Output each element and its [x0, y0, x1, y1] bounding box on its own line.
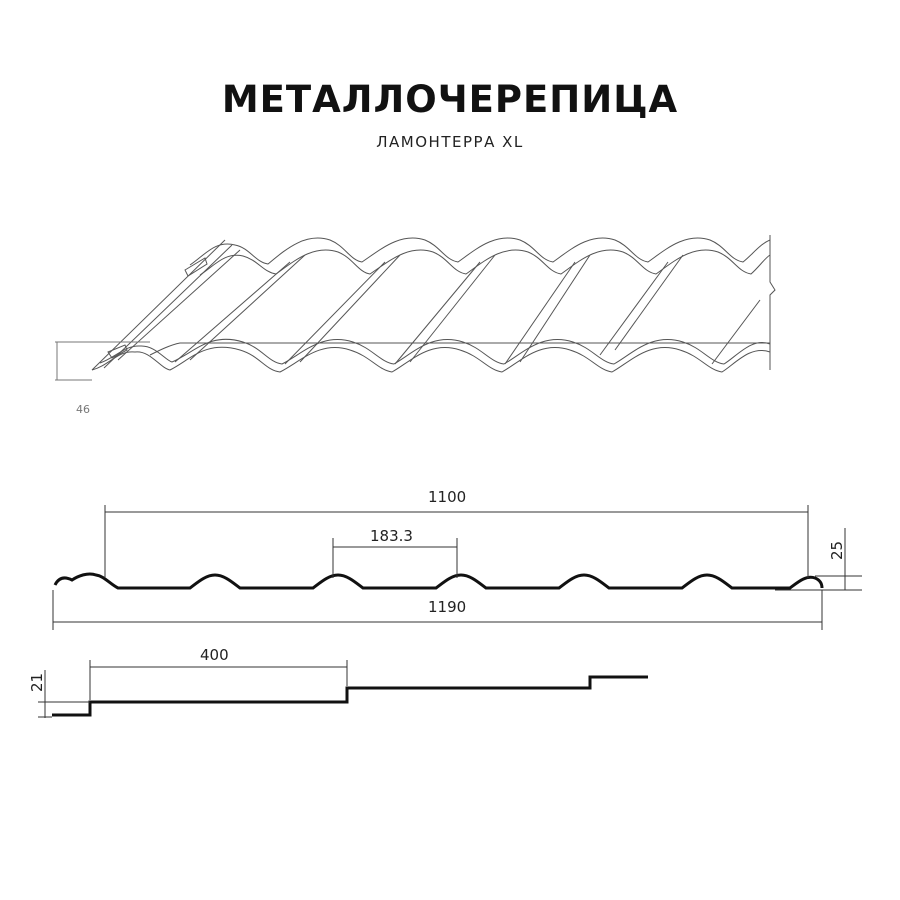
ridge-3b: [409, 254, 496, 363]
ridge-2: [284, 261, 386, 365]
product-title: МЕТАЛЛОЧЕРЕПИЦА: [221, 78, 679, 121]
dim-step-length-label: 400: [200, 646, 229, 664]
dim-wave-height-label: 25: [828, 541, 846, 560]
dim-pitch-label: 183.3: [370, 527, 413, 545]
front-edge: [91, 346, 771, 373]
ridge-2b: [299, 254, 401, 363]
ridge-1: [174, 261, 291, 363]
back-edge-inner: [199, 249, 771, 276]
ridge-5b: [614, 254, 684, 351]
ridge-3: [394, 261, 481, 365]
ridge-5: [599, 261, 669, 356]
dim-1100-label: 1100: [428, 488, 466, 506]
ridge-4: [504, 261, 576, 365]
height-label: 46: [76, 403, 90, 416]
left-lock-edge-2: [103, 244, 233, 369]
dim-step-length: [89, 660, 348, 700]
dim-pitch: [332, 538, 458, 578]
left-lock-detail-2: [184, 257, 208, 277]
dim-1190-label: 1190: [428, 598, 466, 616]
dim-step-height: [38, 670, 90, 718]
dim-step-height-label: 21: [28, 673, 46, 692]
product-subtitle: ЛАМОНТЕРРА XL: [376, 133, 524, 151]
dim-1190: [52, 590, 823, 630]
isometric-sheet-view: [55, 235, 776, 381]
step-profile-line: [52, 675, 648, 717]
cross-section-profile: [53, 572, 824, 590]
ridge-4b: [519, 254, 591, 363]
cross-section-view: 1100 183.3 25 1190: [52, 488, 862, 630]
ridge-1b: [189, 254, 306, 361]
right-edge: [769, 235, 776, 370]
dim-wave-height: [775, 528, 862, 591]
left-lock-detail: [107, 344, 128, 359]
ridge-6: [711, 299, 761, 365]
step-profile-view: 400 21: [28, 646, 648, 718]
step-line: [149, 342, 770, 356]
left-lock-edge: [91, 239, 226, 371]
back-edge: [189, 237, 771, 266]
dim-1100: [104, 505, 809, 578]
